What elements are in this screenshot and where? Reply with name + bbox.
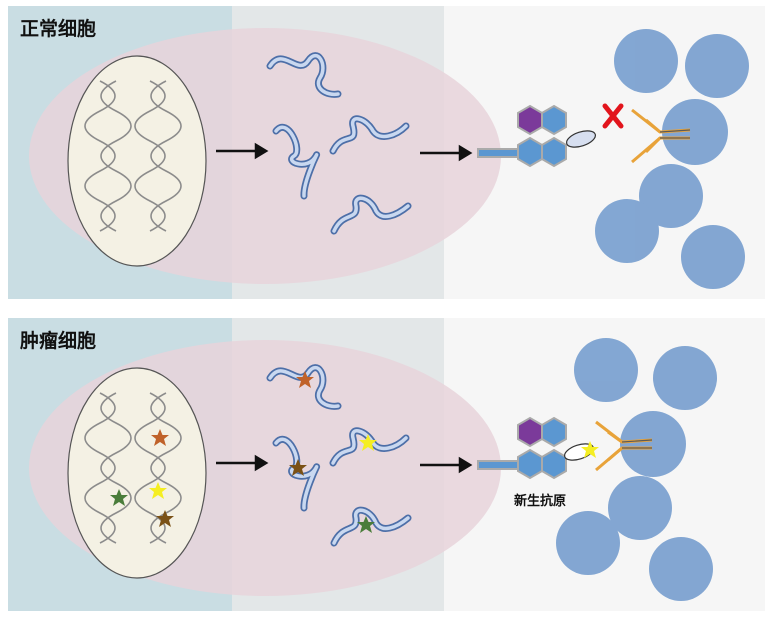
t-cell-2 (653, 346, 717, 410)
arrow-dna-to-rna (216, 454, 269, 472)
tumor-cell-panel: 肿瘤细胞 新生抗原 (8, 318, 765, 611)
dna-helix-left (84, 392, 132, 544)
star-icon (359, 434, 377, 451)
dna-helix-left (84, 80, 132, 232)
t-cell-4 (639, 164, 703, 228)
panel-title-normal: 正常细胞 (20, 18, 97, 40)
star-icon (357, 516, 375, 533)
mhc-complex (477, 104, 567, 168)
nucleus (67, 367, 207, 579)
t-cell-5 (595, 199, 659, 263)
panel-title-tumor: 肿瘤细胞 (20, 330, 97, 352)
neoantigen-label: 新生抗原 (514, 494, 567, 509)
t-cell-1 (614, 29, 678, 93)
star-icon (581, 441, 599, 458)
dna-helix-right (134, 80, 182, 232)
mhc-purple-subunit (517, 104, 543, 136)
t-cell-6 (681, 225, 745, 289)
normal-cell-panel: 正常细胞 (8, 6, 765, 299)
mhc-purple-subunit (517, 416, 543, 448)
t-cell-2 (685, 34, 749, 98)
nucleus (67, 55, 207, 267)
star-icon (289, 459, 307, 476)
t-cell-1 (574, 338, 638, 402)
t-cell-4 (608, 476, 672, 540)
star-icon (151, 429, 169, 446)
t-cell-3 (662, 99, 728, 165)
star-icon (156, 510, 174, 527)
tumor-cell-diagram (8, 318, 765, 611)
star-icon (110, 489, 128, 506)
red-x-icon (602, 103, 624, 129)
arrow-protein-to-surface (420, 144, 473, 162)
peptide-normal (565, 130, 597, 148)
arrow-protein-to-surface (420, 456, 473, 474)
mhc-complex (477, 416, 567, 480)
star-icon (149, 482, 167, 499)
t-cell-6 (649, 537, 713, 601)
star-icon (296, 371, 314, 388)
t-cell-5 (556, 511, 620, 575)
t-cell-3 (620, 411, 686, 477)
dna-helix-right (134, 392, 182, 544)
normal-cell-diagram (8, 6, 765, 299)
arrow-dna-to-rna (216, 142, 269, 160)
